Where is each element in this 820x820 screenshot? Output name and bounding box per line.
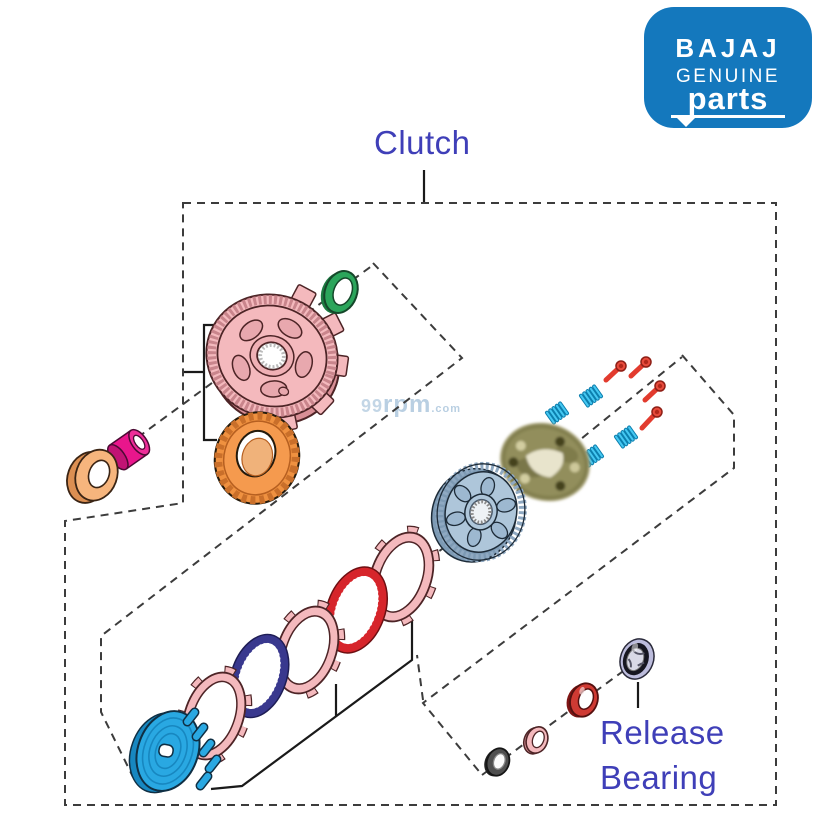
pressure-subgroup-stub xyxy=(416,654,424,701)
snap-ring xyxy=(320,270,359,314)
watermark-part1: 99 xyxy=(361,396,384,416)
logo-genuine-text: GENUINE xyxy=(675,66,781,87)
primary-driven-gear xyxy=(213,411,301,505)
screw xyxy=(642,380,666,403)
clutch-group-outline xyxy=(64,202,777,806)
logo-parts-text: parts xyxy=(687,81,769,116)
logo-underline xyxy=(671,115,785,127)
release-washer-pink xyxy=(522,726,549,755)
screw xyxy=(628,356,652,379)
watermark-part3: .com xyxy=(431,403,462,415)
thrust-washer xyxy=(66,448,119,504)
logo-arrow-icon xyxy=(677,118,695,127)
pressure-plate-blue xyxy=(128,707,222,794)
watermark-part2: rpm xyxy=(383,391,432,418)
watermark: 99 rpm .com xyxy=(361,391,461,419)
screw xyxy=(639,406,663,431)
pressure-plate-pegs xyxy=(182,707,222,791)
pressure-subgroup-outline xyxy=(421,354,735,776)
pressure-plate-photo xyxy=(499,422,591,502)
release-bearing-label-line2: Bearing xyxy=(600,759,718,796)
sleeve-bushing xyxy=(107,428,151,471)
release-collar-red xyxy=(566,682,599,718)
plates-bracket xyxy=(210,620,414,791)
release-bearing xyxy=(619,638,655,680)
spring xyxy=(545,401,569,425)
logo-brand-text: BAJAJ xyxy=(675,33,781,63)
spring xyxy=(614,425,638,449)
bajaj-genuine-parts-logo: BAJAJ GENUINE parts xyxy=(644,7,812,128)
spring xyxy=(579,384,603,408)
release-bearing-label-line1: Release xyxy=(600,714,725,751)
release-bearing-label: Release Bearing xyxy=(600,710,725,800)
screw xyxy=(603,360,627,383)
spring-screws xyxy=(603,356,666,431)
basket-subgroup-outline xyxy=(100,262,464,778)
clutch-label: Clutch xyxy=(374,124,471,161)
clutch-hub xyxy=(430,461,527,563)
release-washer-dark xyxy=(484,747,511,777)
clutch-basket xyxy=(205,284,350,433)
